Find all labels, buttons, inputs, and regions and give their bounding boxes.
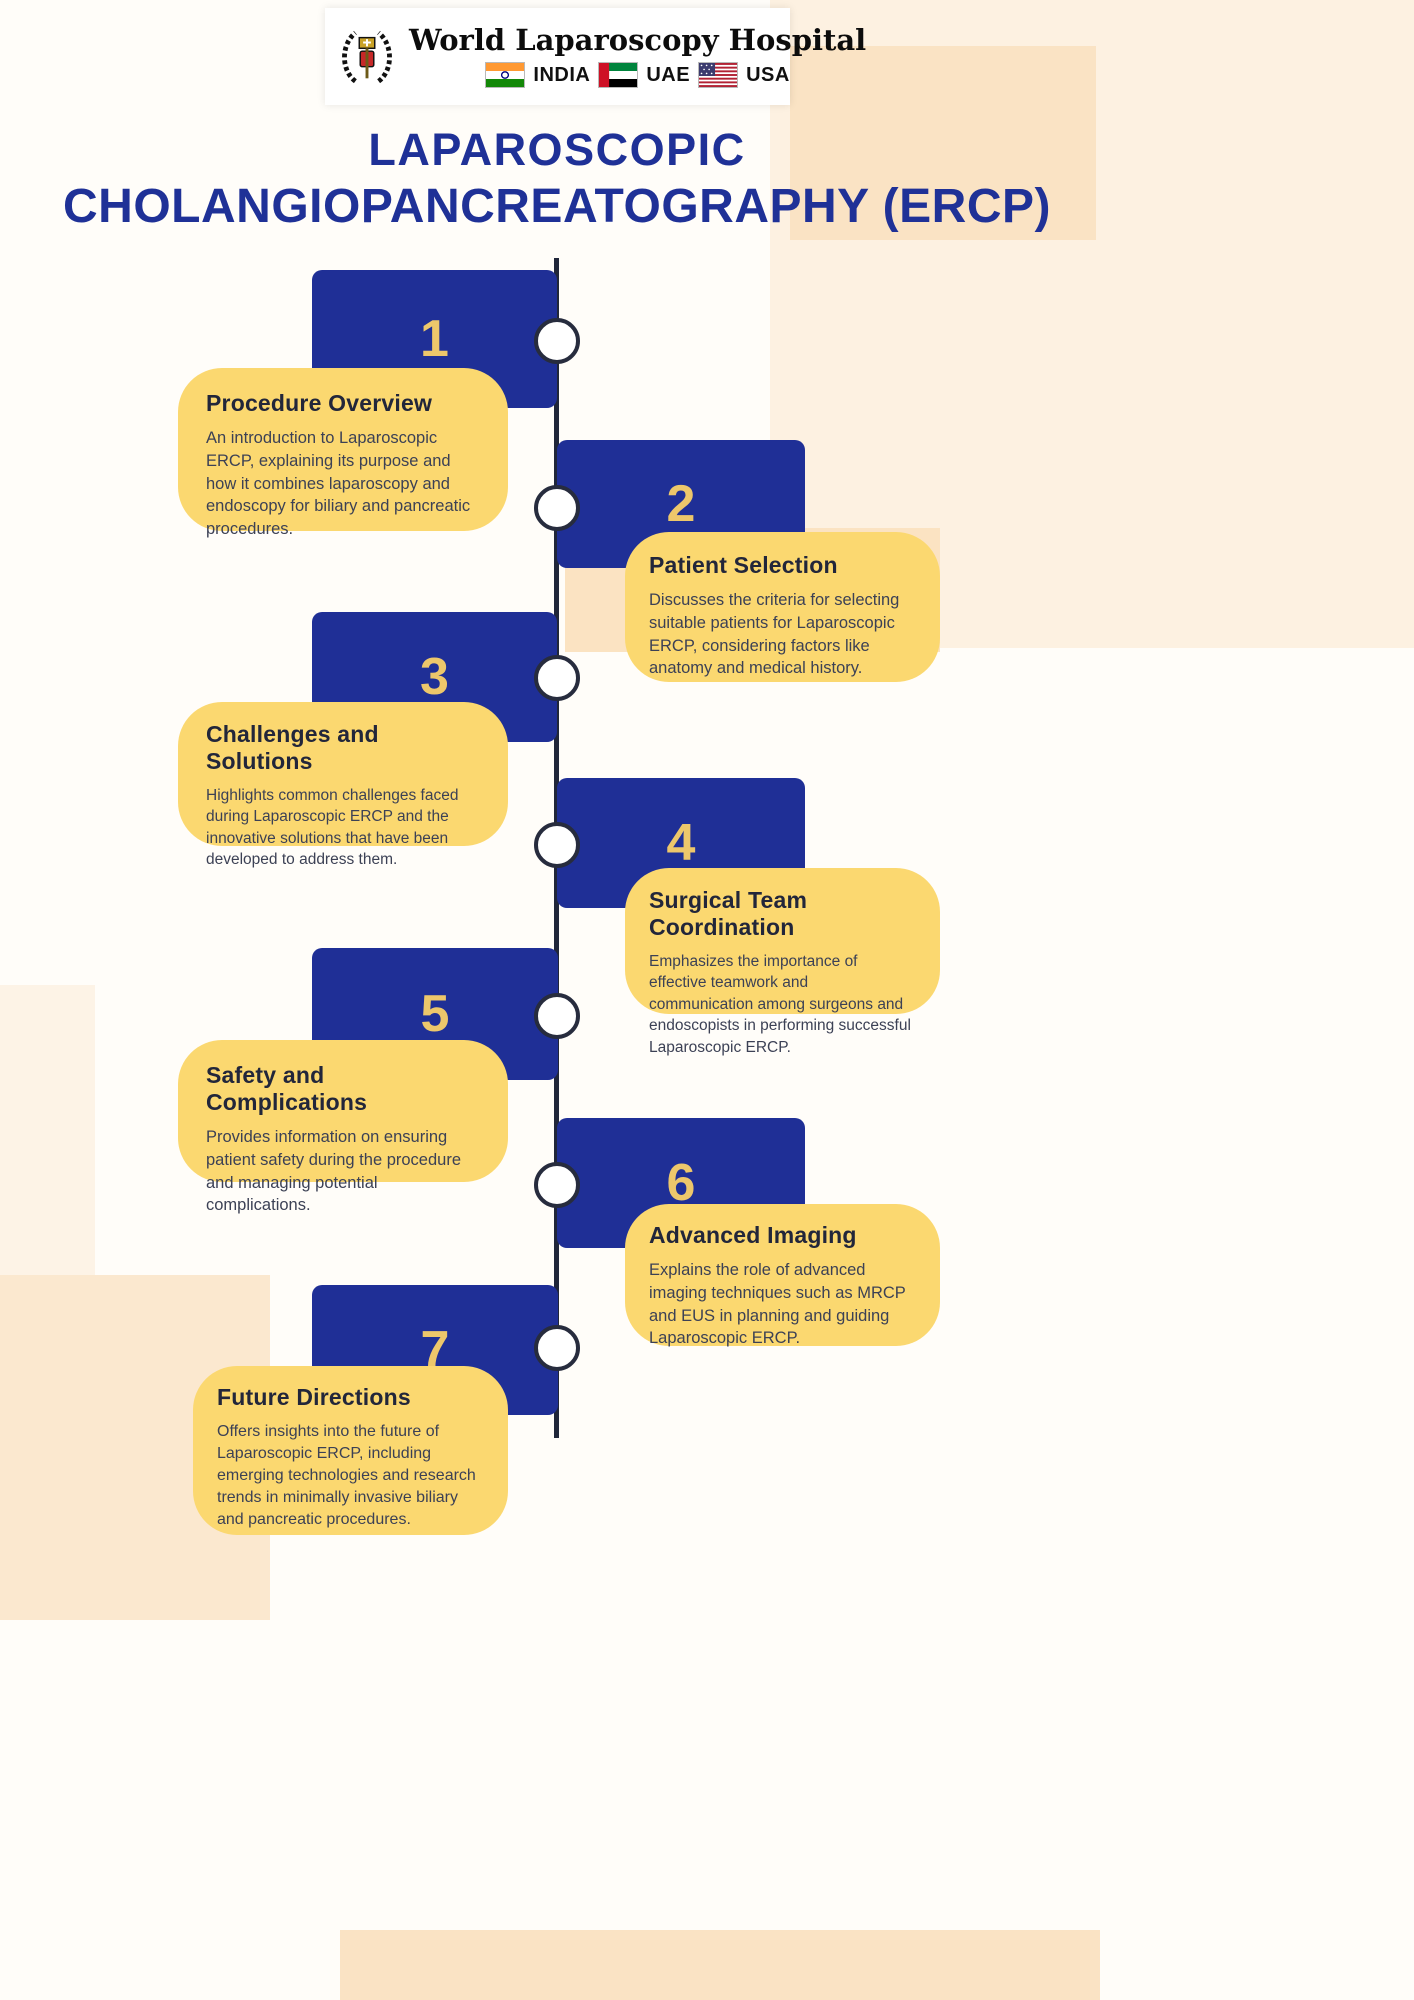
step-card: Advanced Imaging Explains the role of ad… [625,1204,940,1347]
background-block [340,1930,1100,2000]
hospital-logo-icon [335,26,399,88]
step-card: Patient Selection Discusses the criteria… [625,532,940,682]
step-heading: Procedure Overview [206,390,433,416]
hospital-logo-text-block: World Laparoscopy Hospital INDIA UAE [409,22,867,89]
uae-flag-icon [598,62,639,89]
step-description: Provides information on ensuring patient… [206,1128,462,1215]
page-title-line2: CHOLANGIOPANCREATOGRAPHY (ERCP) [63,180,1051,234]
usa-flag-icon [698,62,739,89]
timeline-node [534,993,580,1039]
page-title-line1: LAPAROSCOPIC [368,124,746,175]
step-heading: Patient Selection [649,552,838,578]
timeline-node [534,485,580,531]
step-number: 5 [420,985,450,1043]
step-description: Explains the role of advanced imaging te… [649,1261,906,1348]
country-label-india: INDIA [533,63,591,86]
step-number: 6 [666,1154,696,1212]
hospital-logo-banner: World Laparoscopy Hospital INDIA UAE [325,8,866,105]
background-block [790,46,1096,240]
step-card: Challenges and Solutions Highlights comm… [178,702,508,868]
step-card: Safety and Complications Provides inform… [178,1040,508,1214]
step-heading: Safety and Complications [206,1062,368,1115]
step-card: Procedure Overview An introduction to La… [178,368,508,538]
step-description: Highlights common challenges faced durin… [206,787,459,869]
step-description: Discusses the criteria for selecting sui… [649,591,900,678]
timeline-node [534,822,580,868]
step-number: 2 [666,475,696,533]
step-heading: Future Directions [217,1384,411,1410]
timeline-node [534,655,580,701]
page-title: LAPAROSCOPIC CHOLANGIOPANCREATOGRAPHY (E… [0,122,1114,236]
country-flags-row: INDIA UAE [485,62,790,89]
hospital-name: World Laparoscopy Hospital [409,22,867,57]
step-heading: Advanced Imaging [649,1222,857,1248]
step-card: Future Directions Offers insights into t… [193,1366,508,1535]
step-heading: Surgical Team Coordination [649,887,808,940]
india-flag-icon [485,62,526,89]
country-label-uae: UAE [646,63,691,86]
step-card: Surgical Team Coordination Emphasizes th… [625,868,940,1056]
step-description: Offers insights into the future of Lapar… [217,1423,476,1529]
step-number: 4 [666,814,696,872]
timeline-node [534,1325,580,1371]
step-heading: Challenges and Solutions [206,721,379,774]
timeline-node [534,1162,580,1208]
step-number: 3 [420,648,449,706]
country-label-usa: USA [746,63,790,86]
background-block [0,985,95,1280]
timeline-node [534,318,580,364]
step-number: 1 [420,310,449,368]
step-description: Emphasizes the importance of effective t… [649,953,911,1056]
step-description: An introduction to Laparoscopic ERCP, ex… [206,429,471,539]
